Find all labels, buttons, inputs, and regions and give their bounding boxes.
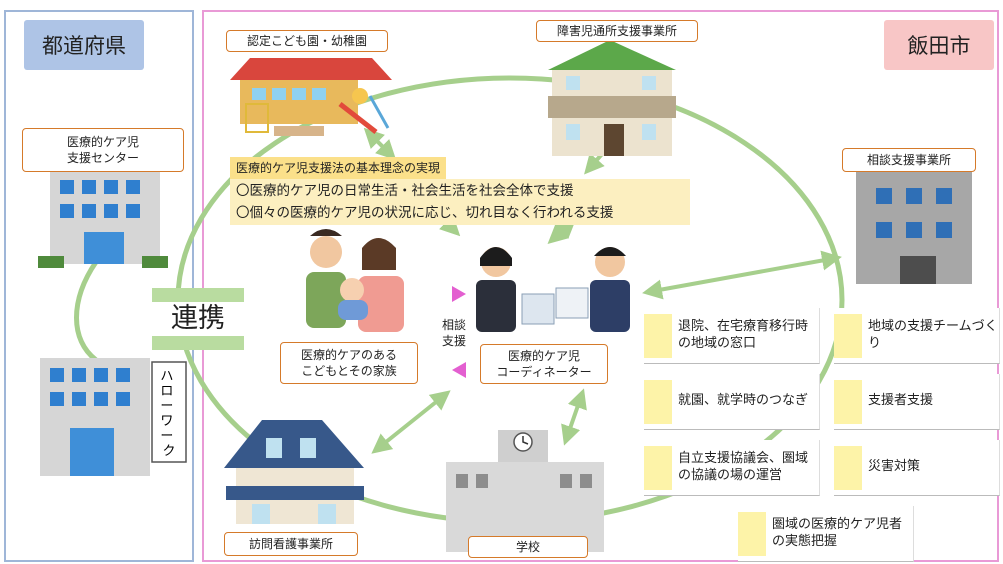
care-center-label-line1: 医療的ケア児: [66, 134, 139, 149]
family-illustration: [306, 229, 404, 332]
disability-day-illustration: [548, 40, 676, 156]
note-school-entry: 就園、就学時のつなぎ: [644, 374, 820, 430]
city-label: 飯田市: [884, 20, 994, 70]
consult-support-line1: 相談: [442, 318, 467, 332]
cooperation-bar-top: [152, 288, 244, 302]
note-council-text: 自立支援協議会、圏域の協議の場の運営: [678, 450, 809, 483]
note-council: 自立支援協議会、圏域の協議の場の運営: [644, 440, 820, 496]
note-disaster-text: 災害対策: [868, 459, 921, 475]
note-supporter-text: 支援者支援: [868, 393, 934, 409]
arrow-kindergarten: [363, 127, 397, 161]
note-tag: [644, 380, 672, 424]
arrow-ideal-right: [547, 217, 577, 245]
disability-day-label: 障害児通所支援事業所: [536, 20, 698, 42]
city-panel: [202, 10, 999, 562]
basic-principle-heading: 医療的ケア児支援法の基本理念の実現: [230, 157, 447, 179]
basic-principle-line-1: 〇医療的ケア児の日常生活・社会生活を社会全体で支援: [236, 183, 574, 199]
note-disaster: 災害対策: [834, 440, 1000, 496]
basic-principle-box: 医療的ケア児支援法の基本理念の実現 〇医療的ケア児の日常生活・社会生活を社会全体…: [230, 157, 690, 225]
coordinator-label-line2: コーディネーター: [496, 365, 592, 379]
family-label-line2: こどもとその家族: [301, 364, 397, 378]
basic-principle-line-2: 〇個々の医療的ケア児の状況に応じ、切れ目なく行われる支援: [236, 205, 614, 221]
note-team-text: 地域の支援チームづくり: [868, 318, 998, 351]
note-tag: [644, 446, 672, 490]
hellowork-illustration: [40, 358, 187, 476]
note-tag: [834, 446, 862, 490]
school-label: 学校: [468, 536, 588, 558]
hellowork-text: ハ ロ ー ワ ー ク: [160, 369, 177, 459]
kindergarten-illustration: [230, 58, 392, 136]
family-label: 医療的ケアのある こどもとその家族: [280, 342, 418, 384]
note-tag: [644, 314, 672, 358]
cooperation-bar-bottom: [152, 336, 244, 350]
visiting-nursing-label: 訪問看護事業所: [224, 532, 358, 556]
arrow-consult-office: [642, 250, 842, 300]
note-team: 地域の支援チームづくり: [834, 308, 1000, 364]
consult-support-label: 相談 支援: [442, 318, 466, 349]
care-center-label: 医療的ケア児 支援センター: [22, 128, 184, 172]
prefecture-panel: [4, 10, 194, 562]
note-discharge: 退院、在宅療育移行時の地域の窓口: [644, 308, 820, 364]
cooperation-label: 連携: [152, 288, 244, 350]
cooperation-text: 連携: [152, 302, 244, 336]
family-label-line1: 医療的ケアのある: [300, 347, 397, 362]
coordinator-label: 医療的ケア児 コーディネーター: [480, 344, 608, 384]
left-cycle-arc: [74, 260, 99, 362]
note-supporter: 支援者支援: [834, 374, 1000, 430]
note-tag: [834, 380, 862, 424]
coordinator-illustration: [476, 247, 630, 332]
note-school-entry-text: 就園、就学時のつなぎ: [678, 393, 809, 409]
prefecture-label: 都道府県: [24, 20, 144, 70]
basic-principle-body: 〇医療的ケア児の日常生活・社会生活を社会全体で支援 〇個々の医療的ケア児の状況に…: [230, 179, 690, 225]
consult-support-line2: 支援: [442, 333, 467, 348]
arrow-school: [561, 388, 587, 446]
note-survey-text: 圏域の医療的ケア児者の実態把握: [772, 516, 903, 549]
arrow-visiting-nursing: [371, 390, 451, 454]
note-survey: 圏域の医療的ケア児者の実態把握: [738, 506, 914, 562]
visiting-nursing-illustration: [224, 420, 364, 524]
kindergarten-label: 認定こども園・幼稚園: [226, 30, 388, 52]
care-center-illustration: [38, 170, 168, 268]
note-tag: [834, 314, 862, 358]
consult-office-label: 相談支援事業所: [842, 148, 976, 172]
care-center-label-line2: 支援センター: [66, 151, 139, 165]
consult-office-illustration: [856, 172, 972, 284]
arrow-consult-right: [452, 286, 466, 302]
note-tag: [738, 512, 766, 556]
coordinator-label-line1: 医療的ケア児: [507, 348, 580, 363]
school-illustration: [446, 430, 604, 552]
note-discharge-text: 退院、在宅療育移行時の地域の窓口: [678, 318, 809, 351]
arrow-consult-left: [452, 362, 466, 378]
